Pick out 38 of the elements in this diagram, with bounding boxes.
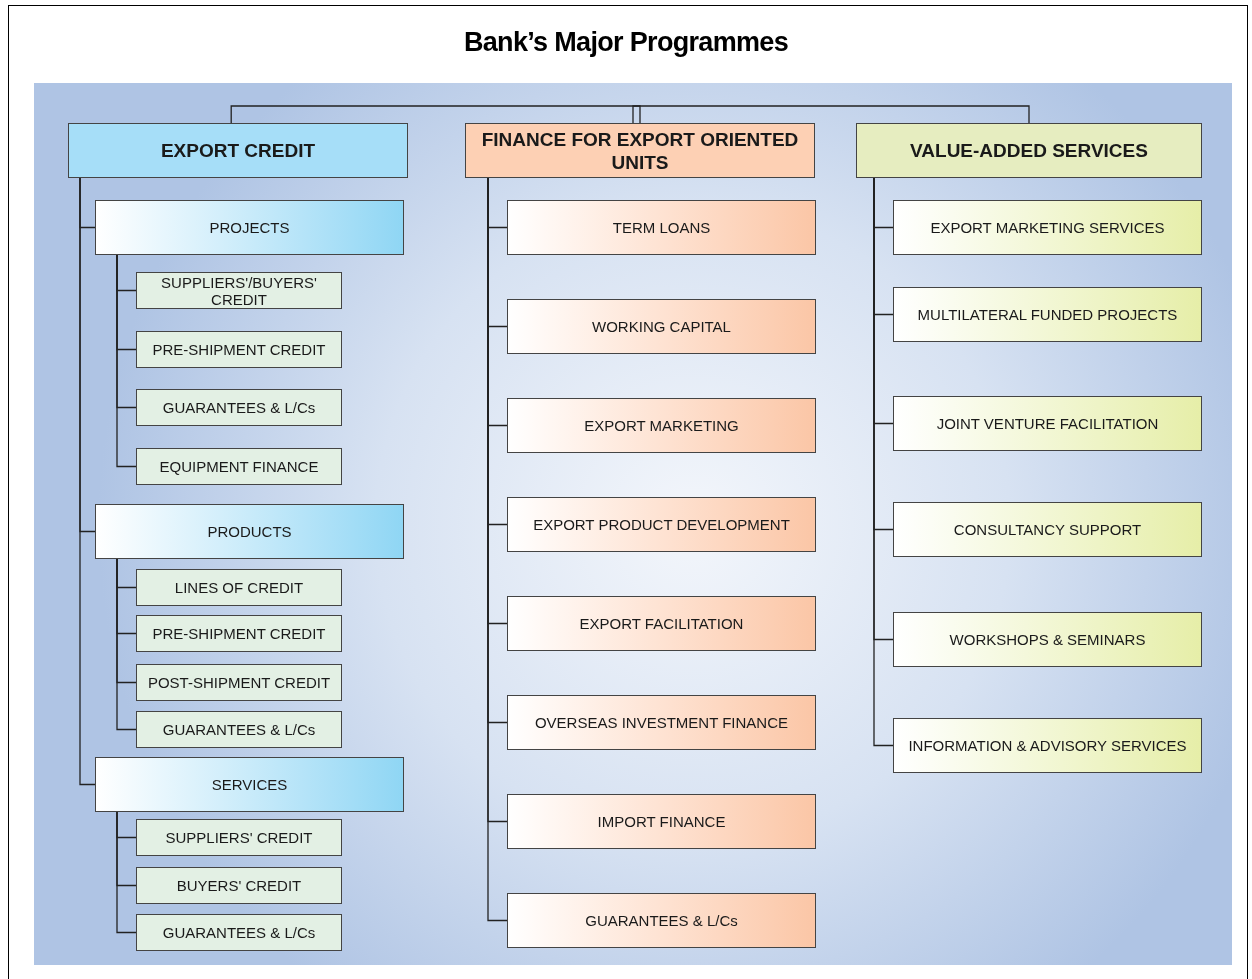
- item-box: TERM LOANS: [507, 200, 816, 255]
- item-box: EXPORT PRODUCT DEVELOPMENT: [507, 497, 816, 552]
- item-box: SUPPLIERS' CREDIT: [136, 819, 342, 856]
- item-box: JOINT VENTURE FACILITATION: [893, 396, 1202, 451]
- subcategory-box: SERVICES: [95, 757, 404, 812]
- item-box: GUARANTEES & L/Cs: [136, 711, 342, 748]
- item-box: EXPORT FACILITATION: [507, 596, 816, 651]
- item-box: CONSULTANCY SUPPORT: [893, 502, 1202, 557]
- item-box: IMPORT FINANCE: [507, 794, 816, 849]
- connector-line: [632, 105, 1030, 124]
- item-box: GUARANTEES & L/Cs: [136, 914, 342, 951]
- item-box: PRE-SHIPMENT CREDIT: [136, 331, 342, 368]
- connector-line: [116, 811, 137, 934]
- item-box: LINES OF CREDIT: [136, 569, 342, 606]
- category-box: FINANCE FOR EXPORT ORIENTED UNITS: [465, 123, 815, 178]
- item-box: BUYERS' CREDIT: [136, 867, 342, 904]
- item-box: GUARANTEES & L/Cs: [136, 389, 342, 426]
- item-box: POST-SHIPMENT CREDIT: [136, 664, 342, 701]
- item-box: WORKING CAPITAL: [507, 299, 816, 354]
- item-box: MULTILATERAL FUNDED PROJECTS: [893, 287, 1202, 342]
- item-box: PRE-SHIPMENT CREDIT: [136, 615, 342, 652]
- item-box: INFORMATION & ADVISORY SERVICES: [893, 718, 1202, 773]
- connector-line: [116, 254, 137, 468]
- category-box: VALUE-ADDED SERVICES: [856, 123, 1202, 178]
- category-box: EXPORT CREDIT: [68, 123, 408, 178]
- item-box: EXPORT MARKETING: [507, 398, 816, 453]
- item-box: EQUIPMENT FINANCE: [136, 448, 342, 485]
- item-box: SUPPLIERS'/BUYERS' CREDIT: [136, 272, 342, 309]
- item-box: GUARANTEES & L/Cs: [507, 893, 816, 948]
- item-box: WORKSHOPS & SEMINARS: [893, 612, 1202, 667]
- item-box: OVERSEAS INVESTMENT FINANCE: [507, 695, 816, 750]
- connector-line: [230, 105, 641, 124]
- connector-line: [79, 177, 96, 786]
- subcategory-box: PROJECTS: [95, 200, 404, 255]
- subcategory-box: PRODUCTS: [95, 504, 404, 559]
- diagram-title: Bank’s Major Programmes: [463, 26, 789, 59]
- item-box: EXPORT MARKETING SERVICES: [893, 200, 1202, 255]
- connector-line: [116, 558, 137, 731]
